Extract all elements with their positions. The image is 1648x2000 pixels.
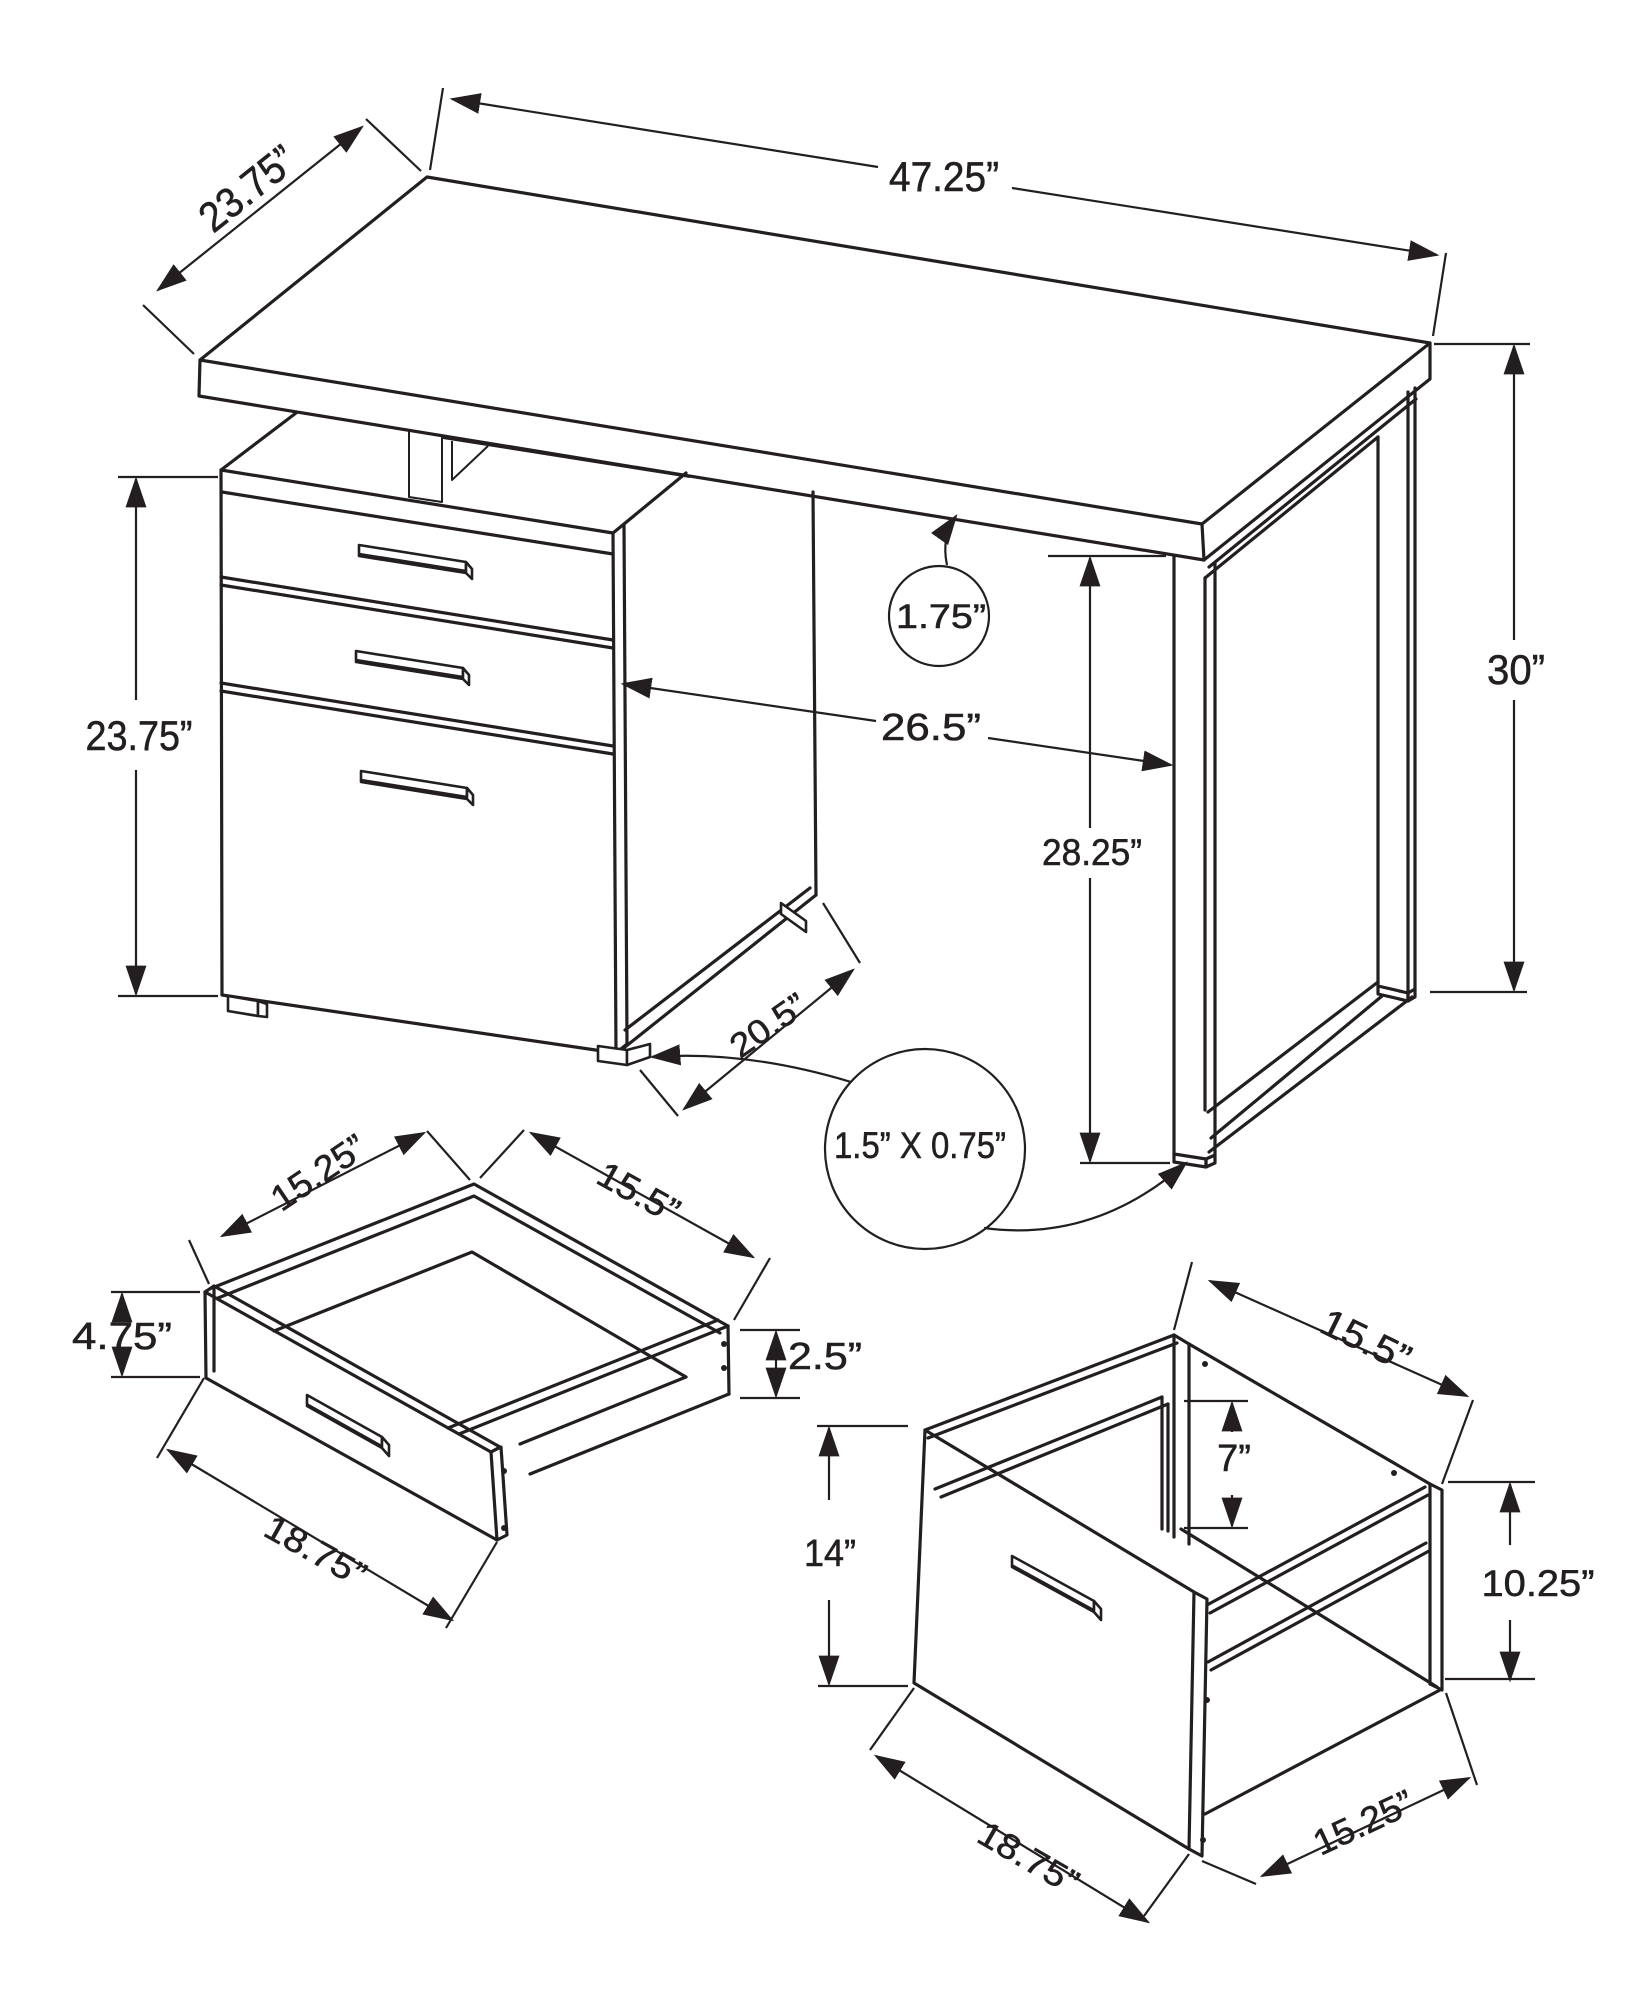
svg-text:10.25”: 10.25” bbox=[1482, 1563, 1595, 1604]
svg-text:4.75”: 4.75” bbox=[72, 1316, 172, 1358]
svg-text:1.75”: 1.75” bbox=[896, 598, 986, 636]
svg-text:47.25”: 47.25” bbox=[889, 153, 999, 200]
svg-text:7”: 7” bbox=[1217, 1438, 1251, 1480]
svg-text:2.5”: 2.5” bbox=[788, 1336, 862, 1378]
svg-text:30”: 30” bbox=[1487, 646, 1545, 693]
svg-text:28.25”: 28.25” bbox=[1042, 832, 1142, 873]
svg-text:26.5”: 26.5” bbox=[881, 707, 981, 749]
svg-text:14”: 14” bbox=[804, 1533, 856, 1575]
svg-text:23.75”: 23.75” bbox=[86, 712, 193, 759]
svg-text:1.5” X 0.75”: 1.5” X 0.75” bbox=[834, 1125, 1006, 1166]
